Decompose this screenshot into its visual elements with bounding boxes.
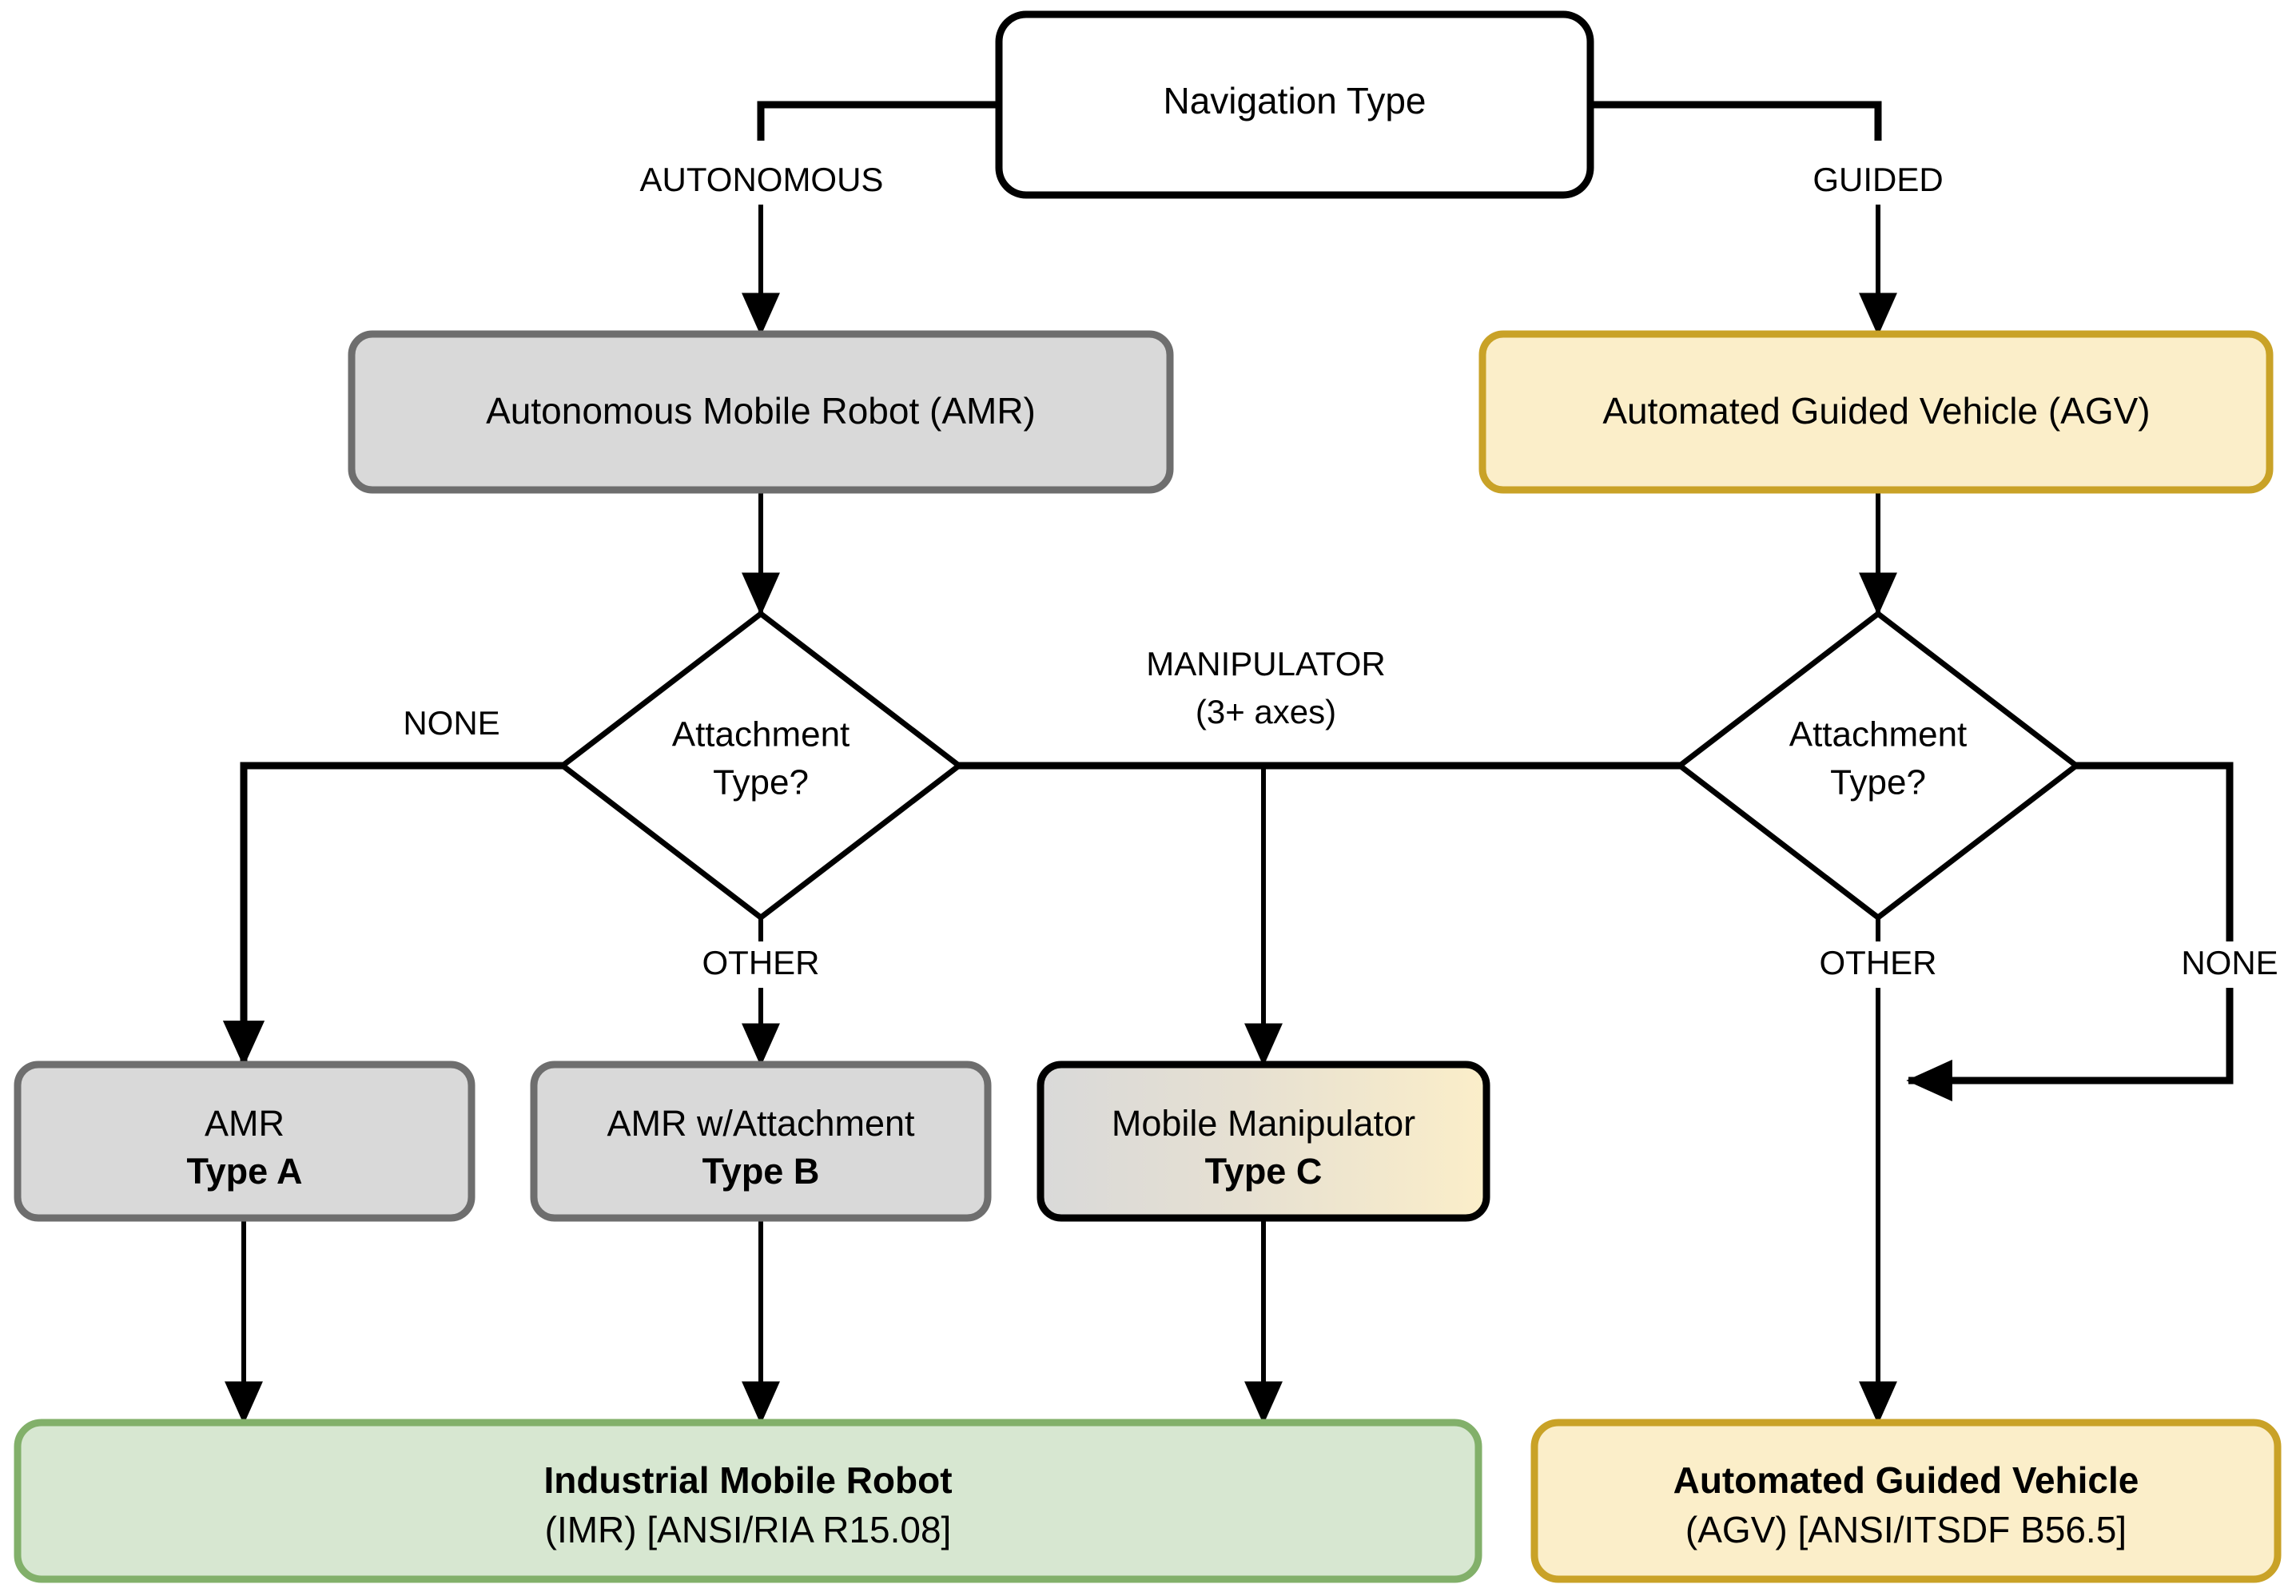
node-amr-label: Autonomous Mobile Robot (AMR)	[486, 390, 1036, 432]
svg-text:NONE: NONE	[2181, 944, 2278, 981]
node-attachment-type-left-line2: Type?	[713, 763, 809, 802]
node-type-b[interactable]: AMR w/Attachment Type B	[530, 1061, 992, 1222]
node-attachment-type-left-line1: Attachment	[672, 715, 850, 754]
edge-label-manipulator: MANIPULATOR (3+ axes)	[1101, 639, 1431, 735]
node-type-b-line1: AMR w/Attachment	[607, 1103, 915, 1144]
node-agv-label: Automated Guided Vehicle (AGV)	[1602, 390, 2150, 432]
node-navigation-type[interactable]: Navigation Type	[995, 10, 1594, 199]
node-imr-result-line1: Industrial Mobile Robot	[543, 1459, 952, 1501]
node-amr[interactable]: Autonomous Mobile Robot (AMR)	[348, 330, 1174, 494]
node-attachment-type-right[interactable]: Attachment Type?	[1675, 610, 2081, 921]
edge-label-manipulator-line2: (3+ axes)	[1196, 693, 1336, 730]
node-type-a-line1: AMR	[205, 1103, 285, 1144]
node-type-c-line2: Type C	[1205, 1151, 1323, 1192]
edge-label-other-right: OTHER	[1793, 941, 1964, 988]
node-agv-result[interactable]: Automated Guided Vehicle (AGV) [ANSI/ITS…	[1530, 1419, 2282, 1583]
node-agv-result-line2: (AGV) [ANSI/ITSDF B56.5]	[1685, 1509, 2127, 1550]
connector-nav-to-amr	[742, 101, 999, 336]
edge-label-autonomous: AUTONOMOUS	[597, 158, 926, 205]
svg-text:NONE: NONE	[403, 704, 499, 742]
node-attachment-type-right-line1: Attachment	[1789, 715, 1968, 754]
node-agv[interactable]: Automated Guided Vehicle (AGV)	[1478, 330, 2274, 494]
edge-label-other-left: OTHER	[675, 941, 846, 988]
node-type-b-line2: Type B	[702, 1151, 820, 1192]
connector-none-right	[1906, 762, 2234, 1102]
node-type-c-line1: Mobile Manipulator	[1112, 1103, 1415, 1144]
node-imr-result-line2: (IMR) [ANSI/RIA R15.08]	[545, 1509, 952, 1550]
svg-text:AUTONOMOUS: AUTONOMOUS	[640, 161, 884, 198]
connector-none-left	[222, 762, 563, 1067]
node-navigation-type-label: Navigation Type	[1163, 80, 1426, 121]
svg-text:GUIDED: GUIDED	[1813, 161, 1943, 198]
node-attachment-type-left[interactable]: Attachment Type?	[558, 610, 964, 921]
edge-label-none-left: NONE	[372, 702, 531, 748]
node-imr-result[interactable]: Industrial Mobile Robot (IMR) [ANSI/RIA …	[14, 1419, 1482, 1583]
node-type-c[interactable]: Mobile Manipulator Type C	[1037, 1061, 1490, 1222]
node-type-a-line2: Type A	[186, 1151, 302, 1192]
node-type-a[interactable]: AMR Type A	[14, 1061, 476, 1222]
edge-label-guided: GUIDED	[1771, 158, 1985, 205]
edge-label-manipulator-line1: MANIPULATOR	[1146, 645, 1386, 683]
svg-text:OTHER: OTHER	[1820, 944, 1937, 981]
node-attachment-type-right-line2: Type?	[1830, 763, 1926, 802]
svg-text:OTHER: OTHER	[702, 944, 820, 981]
connector-nav-to-agv	[1590, 101, 1897, 336]
node-agv-result-line1: Automated Guided Vehicle	[1673, 1459, 2139, 1501]
edge-label-none-right: NONE	[2150, 941, 2296, 988]
